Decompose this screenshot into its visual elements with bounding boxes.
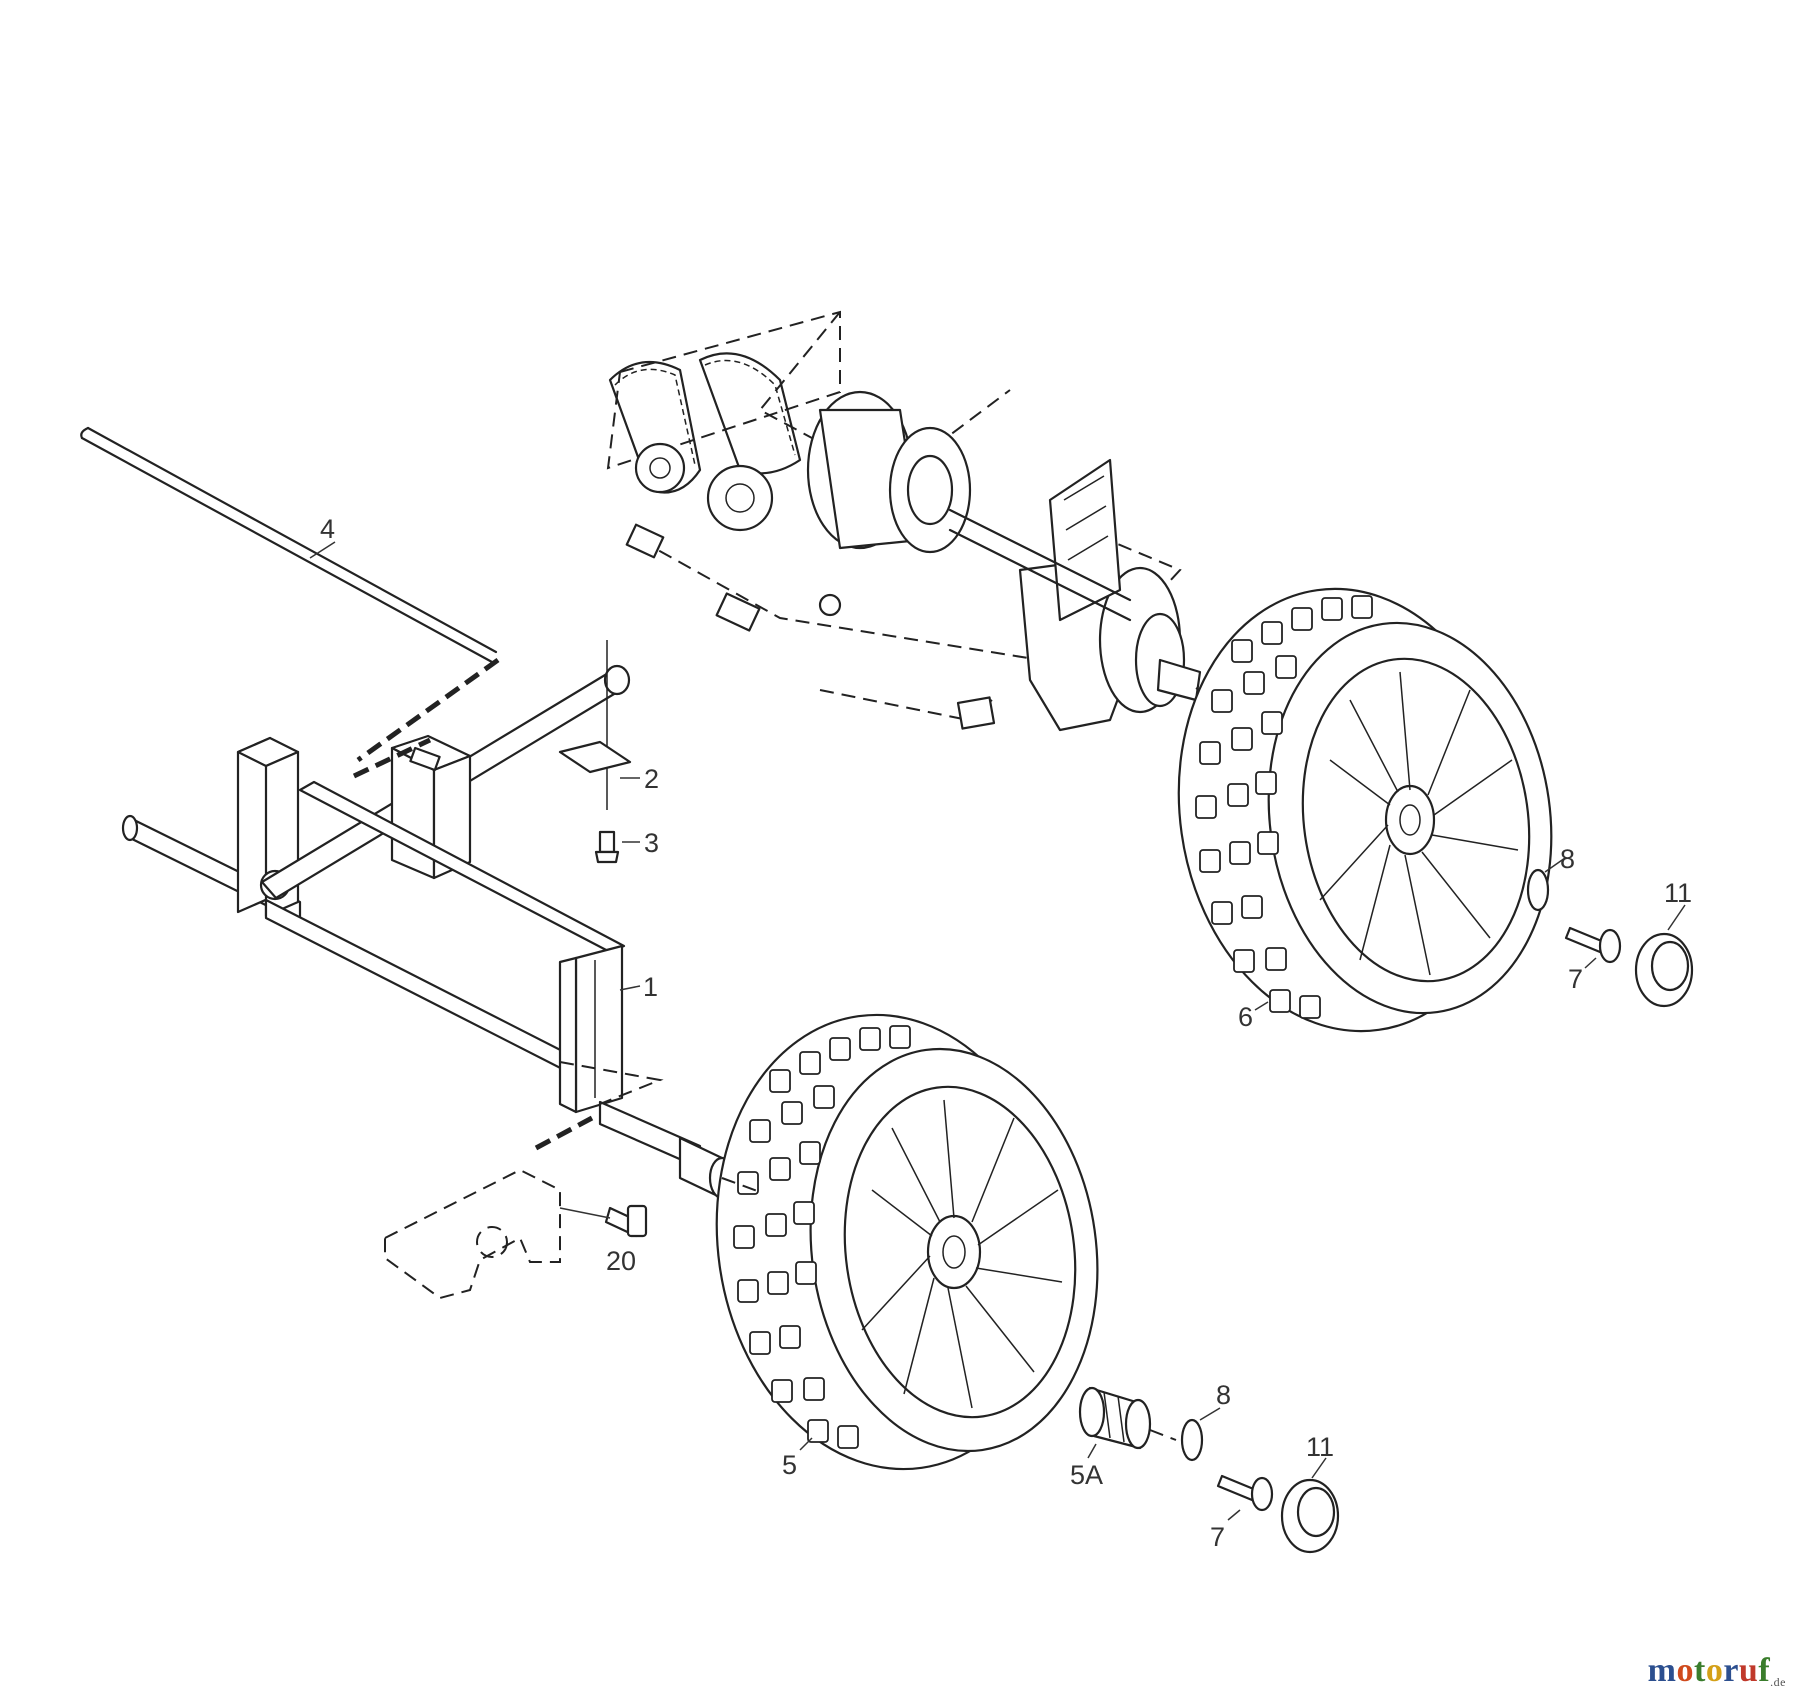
label-part-20: 20 [606,1246,636,1276]
label-part-11-upper: 11 [1664,878,1692,908]
label-part-4: 4 [320,514,335,544]
frame [121,664,736,1200]
watermark-letter: u [1738,1652,1759,1689]
label-part-8-upper: 8 [1560,844,1575,874]
label-part-11-lower: 11 [1306,1432,1334,1462]
label-part-6: 6 [1238,1002,1253,1032]
wheel-upper [1177,587,1553,1033]
label-part-5a: 5A [1070,1460,1103,1490]
hardware-upper [1526,857,1694,1008]
wheel-lower [715,1013,1099,1471]
label-part-1: 1 [643,972,658,1002]
watermark-letter: r [1723,1652,1739,1689]
label-part-8-lower: 8 [1216,1380,1231,1410]
watermark-letter: t [1694,1652,1706,1689]
wheel-upper-tread [1195,595,1373,1019]
bracket [384,1115,648,1300]
transmission [606,310,1401,821]
watermark-letter: o [1676,1652,1694,1689]
label-part-5: 5 [782,1450,797,1480]
label-part-3: 3 [644,828,659,858]
label-part-7-upper: 7 [1568,964,1583,994]
wheel-lower-tread [733,1025,911,1449]
rod [80,426,500,763]
watermark-letter: o [1705,1652,1724,1689]
watermark-letter: m [1647,1652,1677,1689]
label-part-2: 2 [644,764,659,794]
clip-and-screw [558,640,640,864]
hardware-lower [1078,1386,1340,1554]
brand-watermark: motoruf.de [1648,1652,1786,1690]
watermark-letter: f [1758,1652,1771,1689]
watermark-tld: .de [1770,1675,1786,1689]
label-part-7-lower: 7 [1210,1522,1225,1552]
